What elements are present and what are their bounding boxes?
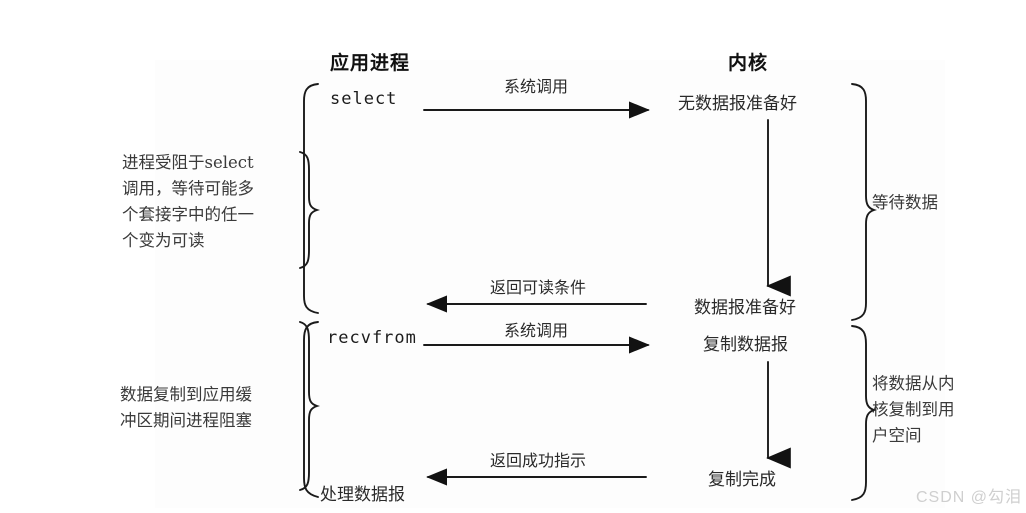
figure-background-panel	[155, 60, 945, 508]
app-process-datagram-label: 处理数据报	[320, 485, 405, 505]
message-label-syscall-select: 系统调用	[504, 77, 569, 96]
annotation-wait-for-data: 等待数据	[872, 193, 938, 212]
annotation-copy-kernel-to-user: 将数据从内 核复制到用 户空间	[872, 374, 955, 445]
message-label-syscall-recvfrom: 系统调用	[504, 321, 569, 340]
message-label-return-success: 返回成功指示	[490, 451, 587, 470]
csdn-watermark: CSDN @勾泪	[915, 489, 1022, 506]
message-label-return-readable: 返回可读条件	[490, 278, 587, 297]
column-header-application-process: 应用进程	[330, 53, 411, 74]
kernel-state-datagram-ready: 数据报准备好	[694, 298, 796, 318]
kernel-state-no-datagram-ready: 无数据报准备好	[678, 94, 797, 114]
app-call-select: select	[330, 89, 398, 109]
kernel-state-copy-complete: 复制完成	[708, 470, 776, 490]
app-call-recvfrom: recvfrom	[327, 328, 417, 348]
annotation-blocked-in-select: 进程受阻于select 调用，等待可能多 个套接字中的任一 个变为可读	[122, 153, 254, 250]
column-header-kernel: 内核	[728, 53, 769, 74]
kernel-state-copy-datagram: 复制数据报	[703, 335, 788, 355]
annotation-blocked-during-copy: 数据复制到应用缓 冲区期间进程阻塞	[120, 385, 252, 430]
